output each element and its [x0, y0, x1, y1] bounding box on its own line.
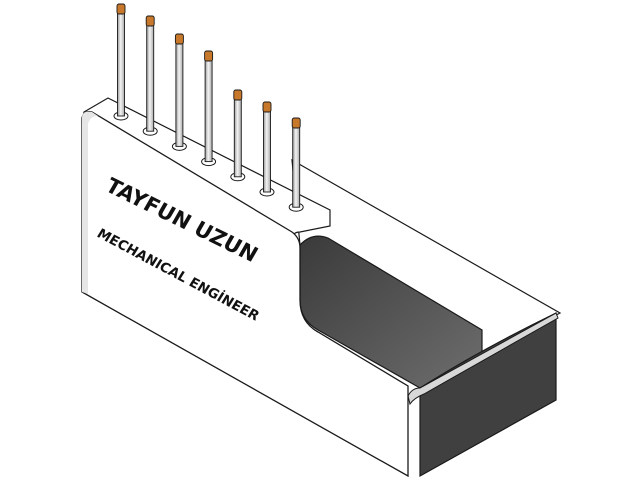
pin-tip [262, 101, 272, 113]
pin-shaft [204, 52, 213, 163]
pin-shaft [117, 5, 125, 117]
pin-tip [204, 50, 214, 62]
pin-tip [174, 33, 184, 45]
pin-shaft [233, 91, 242, 178]
pin-shaft [146, 17, 155, 132]
pin-row [113, 3, 304, 212]
pin-6 [259, 101, 275, 197]
pin-7 [288, 117, 304, 212]
pin-tip [291, 117, 301, 129]
pin-tip [145, 15, 155, 27]
pin-1 [113, 3, 129, 121]
pin-shaft [292, 119, 301, 208]
pin-tip [233, 89, 243, 101]
pin-4 [201, 50, 217, 167]
pin-tip [116, 3, 126, 15]
pin-shaft [175, 35, 184, 147]
pin-2 [142, 15, 158, 136]
pin-shaft [263, 103, 271, 193]
left-fold [82, 111, 98, 294]
pin-3 [171, 33, 187, 151]
pin-5 [230, 89, 246, 182]
front-lip [407, 312, 559, 406]
